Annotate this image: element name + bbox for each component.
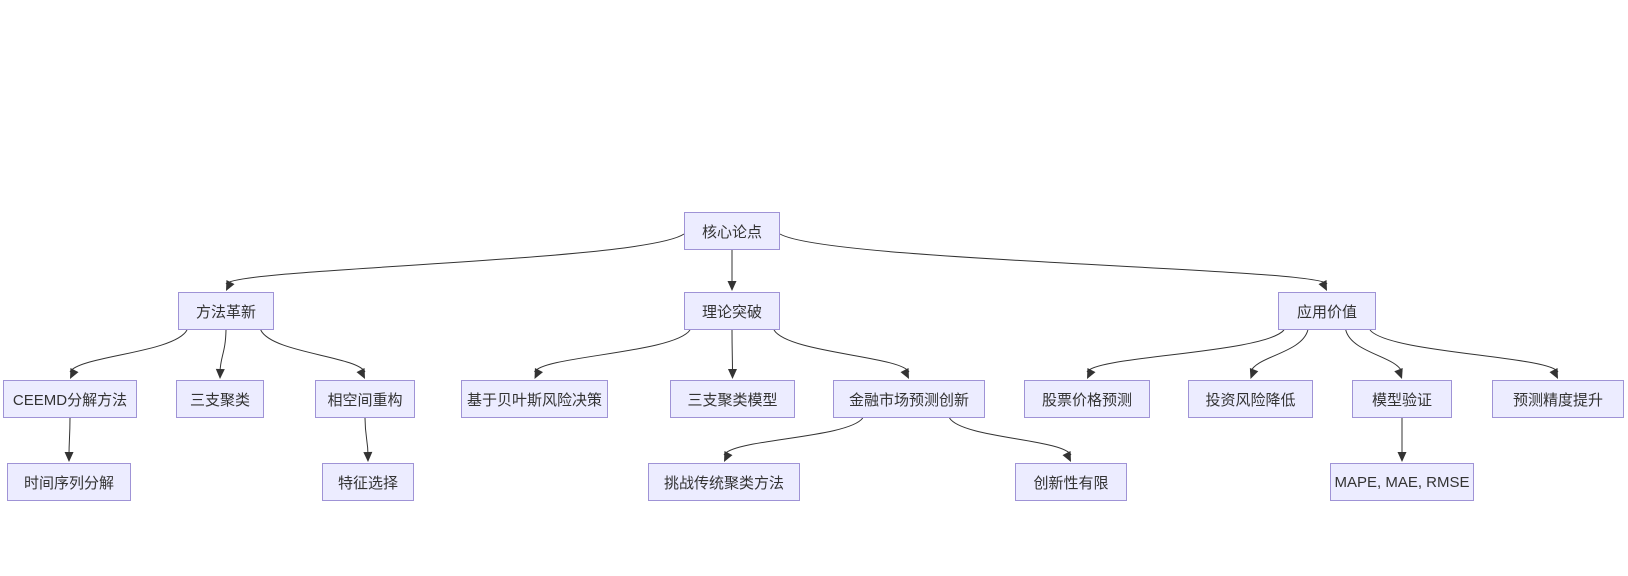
node-label: 核心论点 [701,223,762,241]
node-challenge-traditional-clustering: 挑战传统聚类方法 [648,463,800,501]
arrowhead-icon [363,451,373,462]
edge-path [219,329,227,373]
node-application-value: 应用价值 [1278,292,1376,330]
node-ceemd-decomposition: CEEMD分解方法 [3,380,137,418]
node-model-validation: 模型验证 [1352,380,1452,418]
node-label: 应用价值 [1296,303,1357,321]
edge-path [225,233,685,285]
arrowhead-icon [1249,368,1259,379]
edge-path [779,233,1328,285]
node-theory-breakthrough: 理论突破 [684,292,780,330]
edge-path [949,417,1072,456]
node-label: 模型验证 [1371,391,1432,409]
node-stock-price-prediction: 股票价格预测 [1024,380,1150,418]
edge-path [1250,329,1309,373]
arrowhead-icon [727,368,737,379]
edge-path [773,329,910,373]
node-method-innovation: 方法革新 [178,292,274,330]
node-label: 方法革新 [195,303,256,321]
node-limited-innovation: 创新性有限 [1015,463,1127,501]
node-three-way-clustering: 三支聚类 [176,380,264,418]
node-label: CEEMD分解方法 [12,391,128,409]
edge-path [1086,329,1285,373]
edge-path [260,329,366,373]
arrowhead-icon [64,451,74,462]
node-label: 股票价格预测 [1041,391,1132,409]
arrowhead-icon [727,281,737,291]
node-label: 相空间重构 [327,391,403,409]
arrowhead-icon [215,368,225,379]
node-label: 时间序列分解 [23,474,114,492]
node-label: MAPE, MAE, RMSE [1334,473,1470,491]
node-label: 理论突破 [701,303,762,321]
node-label: 创新性有限 [1033,474,1109,492]
node-label: 挑战传统聚类方法 [663,474,784,492]
node-label: 金融市场预测创新 [848,391,969,409]
node-label: 三支聚类 [189,391,250,409]
node-label: 三支聚类模型 [687,391,778,409]
node-evaluation-metrics: MAPE, MAE, RMSE [1330,463,1474,501]
node-bayesian-risk-decision: 基于贝叶斯风险决策 [461,380,608,418]
node-phase-space-reconstruction: 相空间重构 [315,380,415,418]
edge-path [534,329,691,373]
node-investment-risk-reduction: 投资风险降低 [1188,380,1313,418]
edge-path [69,329,188,373]
node-feature-selection: 特征选择 [322,463,414,501]
edge-path [1345,329,1403,373]
node-core-thesis: 核心论点 [684,212,780,250]
arrowhead-icon [1397,452,1407,462]
node-label: 预测精度提升 [1512,391,1603,409]
node-label: 投资风险降低 [1205,391,1296,409]
node-time-series-decomposition: 时间序列分解 [7,463,131,501]
edge-path [731,329,733,373]
edge-path [68,417,71,456]
node-label: 特征选择 [337,474,398,492]
edge-path [364,417,369,456]
node-three-way-clustering-model: 三支聚类模型 [670,380,795,418]
arrowhead-icon [1394,368,1403,379]
node-prediction-accuracy-improvement: 预测精度提升 [1492,380,1624,418]
node-financial-market-prediction-innovation: 金融市场预测创新 [833,380,985,418]
node-label: 基于贝叶斯风险决策 [467,391,603,409]
edge-path [1369,329,1559,373]
edge-path [723,417,864,456]
